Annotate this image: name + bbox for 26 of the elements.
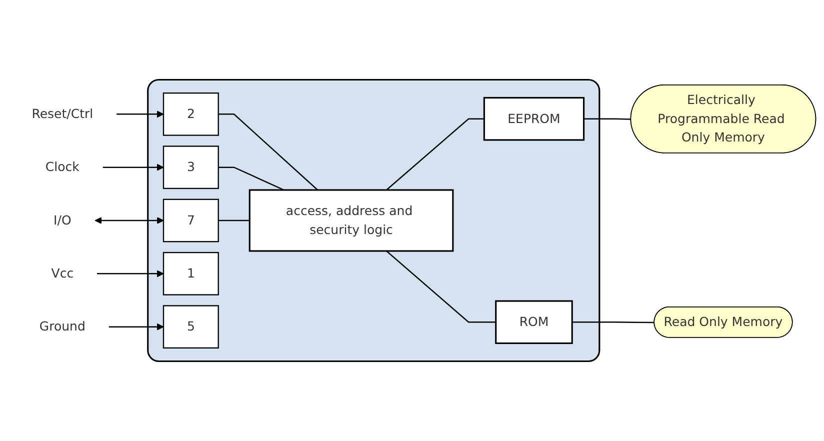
node-text: Vcc (51, 266, 74, 281)
node-text: Ground (39, 319, 86, 334)
connector (218, 114, 318, 190)
arrow (116, 110, 164, 118)
arrow (108, 323, 164, 330)
node-box: 7 (162, 198, 219, 242)
connector (572, 322, 654, 324)
connector (218, 220, 250, 222)
arrow (94, 217, 164, 224)
cluster (147, 79, 600, 362)
node-box: 1 (162, 252, 219, 296)
arrow (97, 270, 164, 278)
connector (386, 250, 496, 323)
connector (584, 118, 632, 120)
node-box: access, address and security logic (248, 189, 454, 252)
node-text: Reset/Ctrl (32, 106, 94, 122)
connector (218, 166, 284, 191)
node-box: 5 (162, 305, 219, 349)
node-box: ROM (495, 300, 573, 344)
node-box: 3 (162, 146, 219, 190)
connector (386, 118, 484, 190)
arrow (102, 164, 164, 171)
node-box: EEPROM (483, 96, 585, 141)
node-text: I/O (54, 212, 72, 228)
node-text: Clock (45, 160, 80, 174)
node-box: 2 (162, 92, 219, 136)
